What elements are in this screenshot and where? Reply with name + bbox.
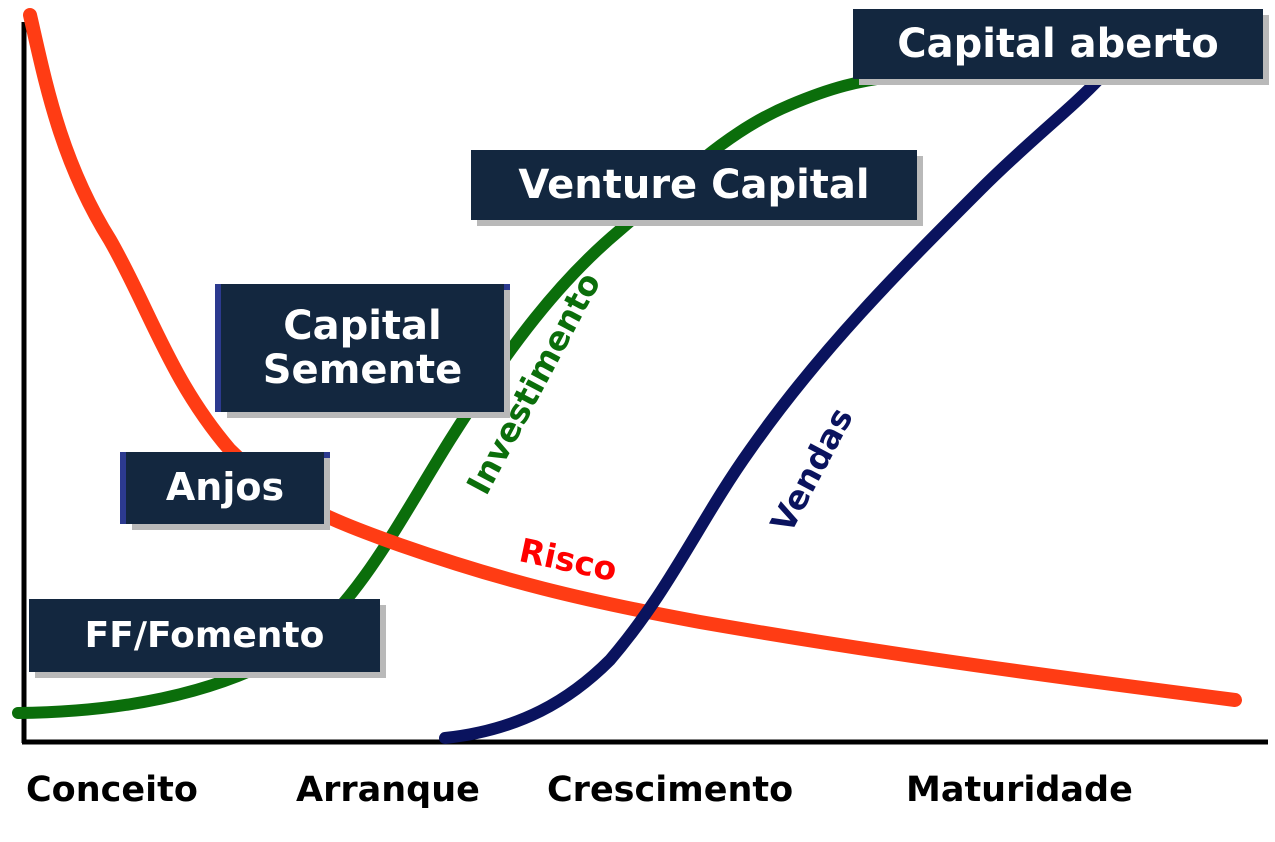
venture-capital-box: Venture Capital xyxy=(471,150,917,220)
ff-fomento-label: FF/Fomento xyxy=(84,614,325,656)
stage-label-conceito: Conceito xyxy=(26,770,198,810)
venture-capital-label: Venture Capital xyxy=(518,162,870,208)
capital-aberto-label: Capital aberto xyxy=(897,21,1219,67)
vendas-curve xyxy=(439,72,1106,744)
anjos-box: Anjos xyxy=(126,452,324,524)
stage-label-maturidade: Maturidade xyxy=(906,770,1133,810)
stage-label-arranque: Arranque xyxy=(296,770,480,810)
capital-semente-box: Capital Semente xyxy=(221,284,504,412)
capital-semente-label-line2: Semente xyxy=(262,347,463,393)
capital-semente-label-line1: Capital xyxy=(283,303,442,349)
stage-label-crescimento: Crescimento xyxy=(547,770,794,810)
capital-aberto-box: Capital aberto xyxy=(853,9,1263,79)
anjos-label: Anjos xyxy=(165,465,285,510)
ff-fomento-box: FF/Fomento xyxy=(29,599,380,672)
risco-curve xyxy=(23,8,1242,707)
